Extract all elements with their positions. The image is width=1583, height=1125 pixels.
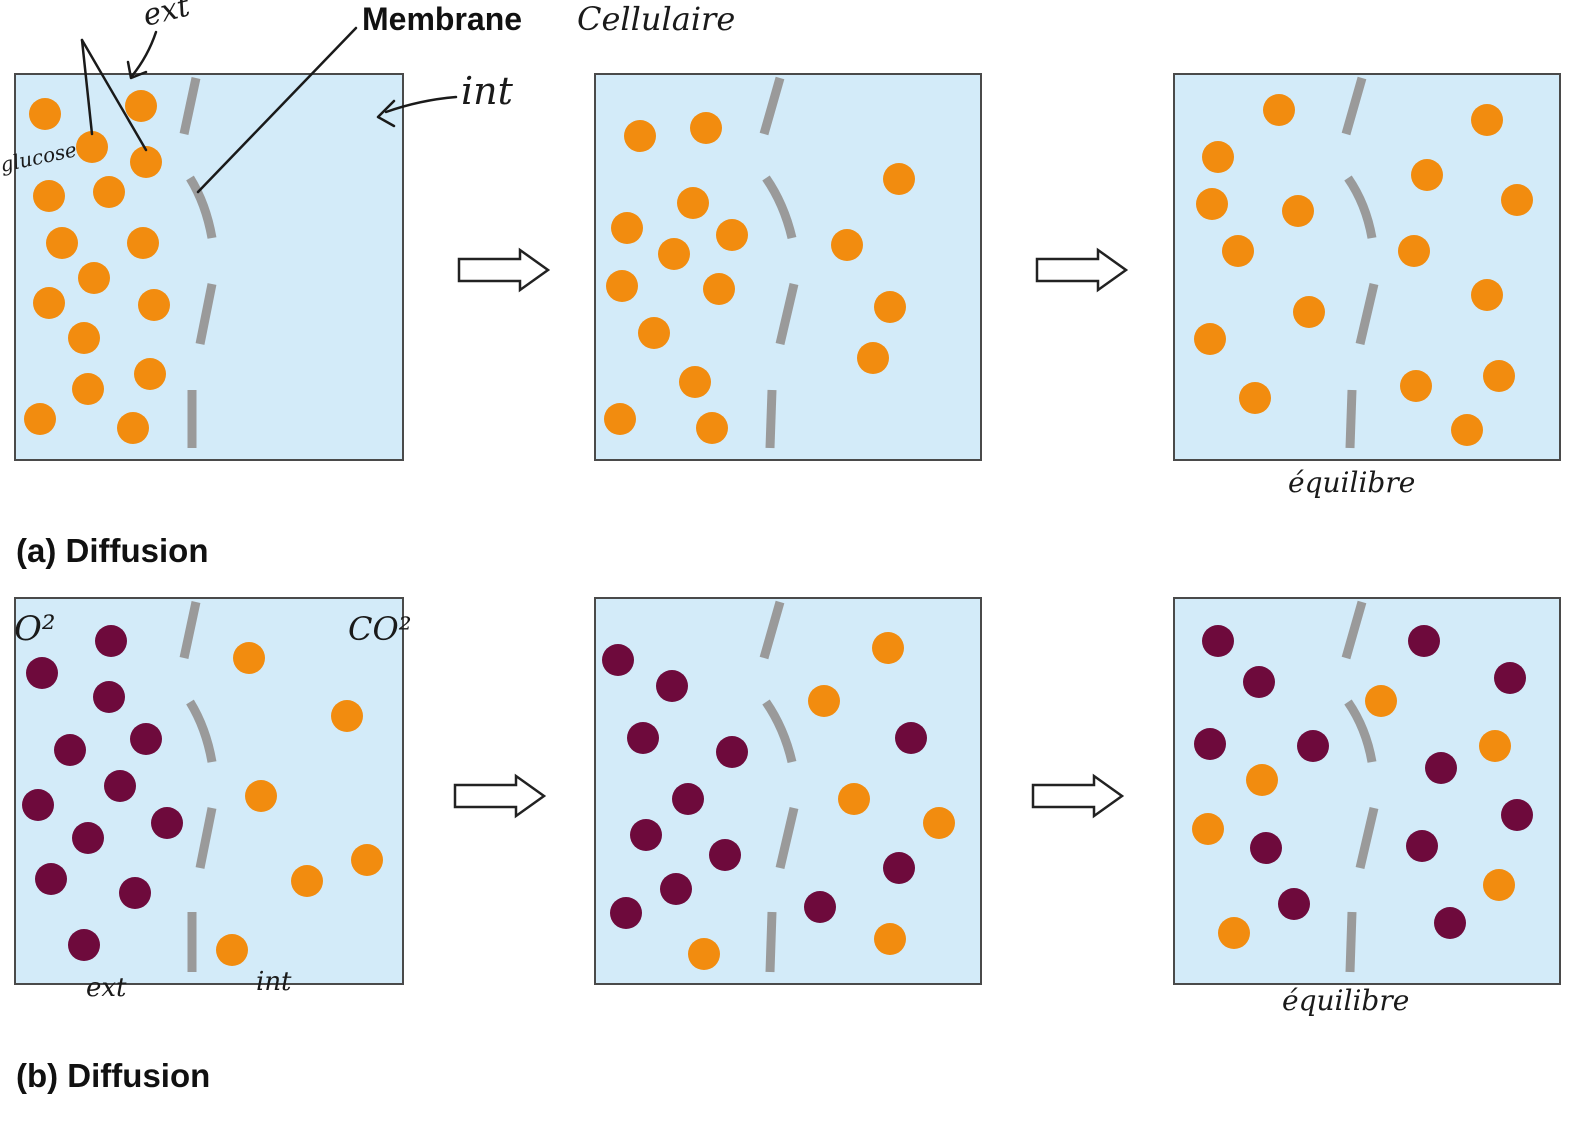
oxygen-molecules xyxy=(22,625,183,961)
panel-b3 xyxy=(1173,597,1561,985)
hollow-right-arrow-icon xyxy=(453,773,547,819)
hollow-right-arrow-icon xyxy=(1035,247,1129,293)
panel-a3 xyxy=(1173,73,1561,461)
membrane xyxy=(179,601,217,972)
panel-a2 xyxy=(594,73,982,461)
membrane-handwritten-label: Cellulaire xyxy=(577,0,735,38)
membrane xyxy=(759,76,799,449)
hollow-right-arrow-icon xyxy=(457,247,551,293)
membrane-label: Membrane xyxy=(362,1,522,37)
panel-b1 xyxy=(14,597,404,985)
membrane xyxy=(179,77,217,448)
caption-a: (a) Diffusion xyxy=(16,532,208,569)
equilibre-label-a: équilibre xyxy=(1288,466,1415,499)
o2-label: O² xyxy=(14,609,56,649)
int-label-bottom: int xyxy=(256,967,292,997)
hollow-right-arrow-icon xyxy=(1031,773,1125,819)
oxygen-molecules xyxy=(1194,625,1533,939)
glucose-molecules xyxy=(1194,94,1533,446)
annotation-lines xyxy=(80,26,458,194)
co2-molecules xyxy=(216,642,383,966)
co2-molecules xyxy=(688,632,955,970)
glucose-molecules xyxy=(24,90,170,444)
co2-label: CO² xyxy=(348,610,412,648)
equilibre-label-b: équilibre xyxy=(1282,984,1409,1017)
int-label-top: int xyxy=(461,69,514,113)
caption-b: (b) Diffusion xyxy=(16,1057,210,1094)
oxygen-molecules xyxy=(602,644,927,929)
membrane xyxy=(1341,76,1379,449)
membrane xyxy=(759,600,799,973)
membrane xyxy=(1341,600,1379,973)
ext-label-bottom: ext xyxy=(86,973,127,1003)
ext-label-top: ext xyxy=(139,0,194,34)
glucose-molecules xyxy=(604,112,915,444)
co2-molecules xyxy=(1192,685,1515,949)
panel-a1 xyxy=(14,73,404,461)
panel-b2 xyxy=(594,597,982,985)
